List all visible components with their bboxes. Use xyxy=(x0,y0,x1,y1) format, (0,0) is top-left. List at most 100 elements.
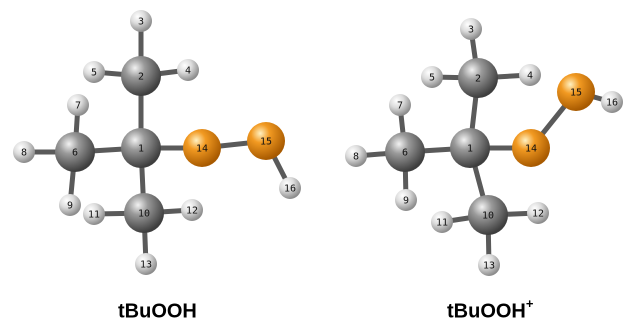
atom-sphere xyxy=(478,254,500,276)
atom-sphere xyxy=(421,66,443,88)
atom-number-label: 15 xyxy=(260,137,272,148)
atom-sphere xyxy=(67,94,89,116)
atom-h-16: 16 xyxy=(279,177,301,199)
atom-h-12: 12 xyxy=(527,202,549,224)
atom-number-label: 8 xyxy=(353,152,359,163)
atom-number-label: 9 xyxy=(67,201,73,212)
atom-c-6: 6 xyxy=(55,132,95,172)
atom-number-label: 2 xyxy=(138,72,144,83)
atom-number-label: 10 xyxy=(138,209,150,220)
atom-sphere xyxy=(385,132,425,172)
atom-h-4: 4 xyxy=(519,64,541,86)
atom-h-7: 7 xyxy=(389,94,411,116)
atom-h-13: 13 xyxy=(478,254,500,276)
atom-h-13: 13 xyxy=(135,253,157,275)
atom-number-label: 13 xyxy=(140,260,152,271)
atom-o-14: 14 xyxy=(183,129,221,167)
atom-c-1: 1 xyxy=(121,128,161,168)
atom-number-label: 15 xyxy=(570,88,582,99)
atom-number-label: 6 xyxy=(402,148,408,159)
atom-h-3: 3 xyxy=(130,10,152,32)
atom-number-label: 3 xyxy=(138,17,144,28)
atom-sphere xyxy=(279,177,301,199)
atom-h-4: 4 xyxy=(177,59,199,81)
atom-number-label: 16 xyxy=(284,184,296,195)
atom-number-label: 12 xyxy=(186,206,198,217)
atom-sphere xyxy=(181,199,203,221)
atom-h-12: 12 xyxy=(181,199,203,221)
atom-number-label: 8 xyxy=(21,148,27,159)
atom-h-5: 5 xyxy=(421,66,443,88)
atom-h-5: 5 xyxy=(83,61,105,83)
atom-number-label: 13 xyxy=(483,261,495,272)
atom-sphere xyxy=(247,122,285,160)
atom-sphere xyxy=(121,128,161,168)
atom-number-label: 6 xyxy=(72,148,78,159)
atom-c-10: 10 xyxy=(468,195,508,235)
molecule-label-tbuooh: tBuOOH xyxy=(118,298,197,324)
atom-c-1: 1 xyxy=(450,128,490,168)
atom-number-label: 1 xyxy=(467,144,473,155)
atom-sphere xyxy=(121,56,161,96)
atom-sphere xyxy=(345,145,367,167)
atom-number-label: 5 xyxy=(429,73,435,84)
atom-sphere xyxy=(557,73,595,111)
atom-h-11: 11 xyxy=(83,203,105,225)
molecule-label-tbuooh-cation: tBuOOH+ xyxy=(447,296,534,324)
atom-sphere xyxy=(601,91,623,113)
atom-number-label: 14 xyxy=(525,144,537,155)
atom-sphere xyxy=(527,202,549,224)
atom-sphere xyxy=(59,194,81,216)
atom-h-9: 9 xyxy=(59,194,81,216)
atom-c-10: 10 xyxy=(124,193,164,233)
atom-number-label: 16 xyxy=(606,98,618,109)
atom-number-label: 3 xyxy=(468,25,474,36)
atom-o-14: 14 xyxy=(512,129,550,167)
label-text: tBuOOH xyxy=(118,300,197,323)
atom-c-2: 2 xyxy=(121,56,161,96)
atom-h-9: 9 xyxy=(395,189,417,211)
atom-sphere xyxy=(177,59,199,81)
atom-sphere xyxy=(83,203,105,225)
atom-h-8: 8 xyxy=(13,141,35,163)
atom-number-label: 7 xyxy=(397,101,403,112)
atom-h-8: 8 xyxy=(345,145,367,167)
atom-sphere xyxy=(431,211,453,233)
atom-number-label: 2 xyxy=(475,74,481,85)
atom-sphere xyxy=(512,129,550,167)
atom-h-11: 11 xyxy=(431,211,453,233)
atom-c-6: 6 xyxy=(385,132,425,172)
atom-h-7: 7 xyxy=(67,94,89,116)
atom-sphere xyxy=(130,10,152,32)
atom-sphere xyxy=(124,193,164,233)
atom-sphere xyxy=(183,129,221,167)
atom-sphere xyxy=(450,128,490,168)
atom-number-label: 9 xyxy=(403,196,409,207)
atom-number-label: 4 xyxy=(527,71,533,82)
atom-number-label: 5 xyxy=(91,68,97,79)
atom-number-label: 4 xyxy=(185,66,191,77)
atom-number-label: 1 xyxy=(138,144,144,155)
atom-sphere xyxy=(460,18,482,40)
atom-sphere xyxy=(395,189,417,211)
atom-sphere xyxy=(135,253,157,275)
atom-o-15: 15 xyxy=(557,73,595,111)
atom-sphere xyxy=(389,94,411,116)
atom-number-label: 11 xyxy=(88,210,100,221)
atom-number-label: 7 xyxy=(75,101,81,112)
atom-sphere xyxy=(458,58,498,98)
label-charge: + xyxy=(525,296,534,311)
atom-h-16: 16 xyxy=(601,91,623,113)
atom-sphere xyxy=(468,195,508,235)
label-text: tBuOOH xyxy=(447,300,526,323)
atom-h-3: 3 xyxy=(460,18,482,40)
atom-sphere xyxy=(83,61,105,83)
atom-number-label: 11 xyxy=(436,218,448,229)
atom-o-15: 15 xyxy=(247,122,285,160)
atom-sphere xyxy=(519,64,541,86)
atom-number-label: 12 xyxy=(532,209,544,220)
atom-number-label: 10 xyxy=(482,211,494,222)
